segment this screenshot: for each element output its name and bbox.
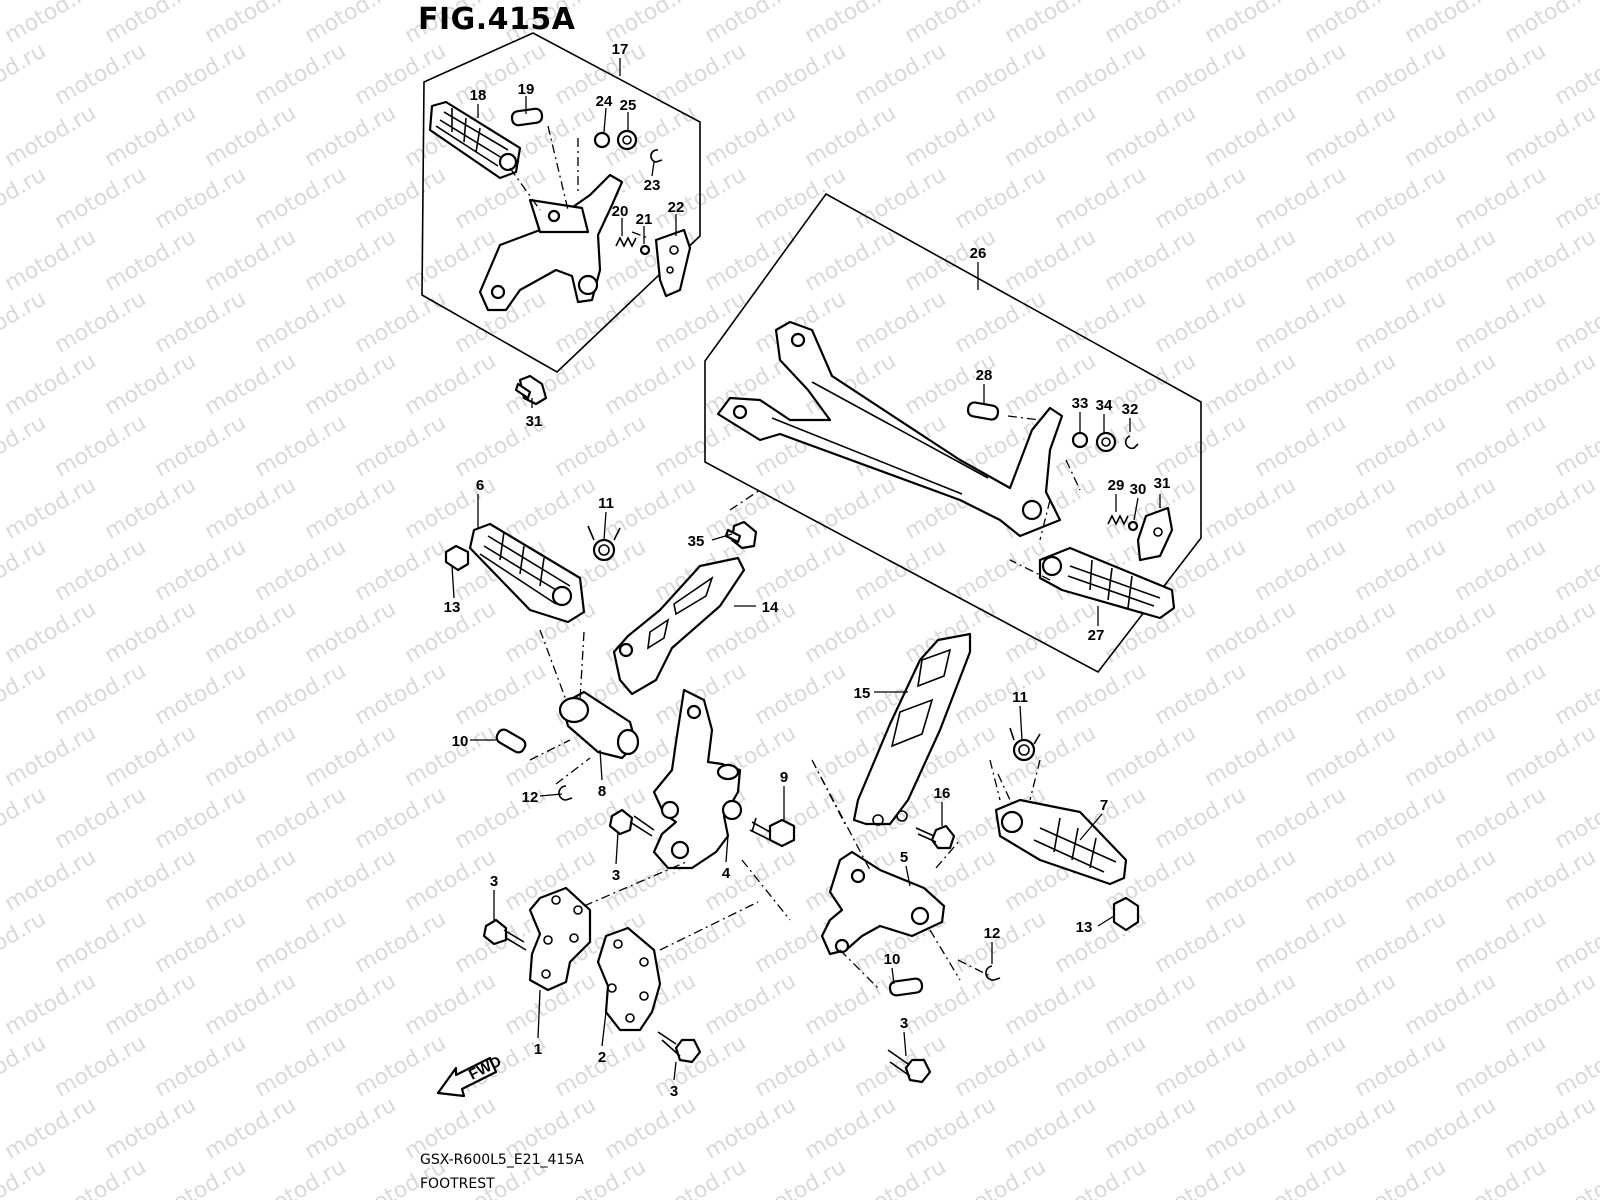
- pin-19: [510, 107, 544, 127]
- callout-34: 34: [1096, 397, 1113, 414]
- pivot-8: [558, 690, 640, 760]
- callout-4: 4: [722, 865, 731, 882]
- main-bracket-4: [652, 688, 743, 870]
- callout-23: 23: [644, 177, 661, 194]
- callout-8: 8: [598, 783, 606, 800]
- callout-7: 7: [1100, 797, 1108, 814]
- callout-5: 5: [900, 849, 908, 866]
- rear-footrest-bracket: [478, 173, 624, 312]
- footrest-peg-7: [994, 798, 1128, 886]
- callout-13-left: 13: [444, 599, 461, 616]
- leader-lines: [451, 58, 1161, 1081]
- assembly-box-26: [704, 192, 1202, 674]
- passenger-bracket-26: [716, 320, 1064, 538]
- footrest-peg-18: [428, 100, 522, 180]
- footrest-peg-27: [1038, 546, 1176, 620]
- callout-18: 18: [470, 87, 487, 104]
- callout-27: 27: [1088, 627, 1105, 644]
- callout-35: 35: [688, 533, 705, 550]
- bolt-9: [749, 817, 796, 848]
- washer-33: [1071, 431, 1089, 449]
- plate-2: [596, 926, 662, 1032]
- bolt-3-lower-left-2: [657, 1031, 702, 1064]
- spring-20: [615, 236, 637, 248]
- ball-30: [1127, 520, 1139, 532]
- pin-10-left: [495, 728, 527, 754]
- pin-28: [966, 401, 1000, 421]
- callout-3-bottom-left: 3: [670, 1083, 678, 1100]
- spring-11-left: [587, 525, 621, 562]
- bolt-35: [724, 520, 758, 550]
- bolt-16: [915, 824, 956, 850]
- bolt-3-right: [887, 1049, 932, 1084]
- callout-29: 29: [1108, 477, 1125, 494]
- callout-20: 20: [612, 203, 629, 220]
- callout-2: 2: [598, 1049, 606, 1066]
- callout-14: 14: [762, 599, 779, 616]
- figure-title: FIG.415A: [418, 2, 576, 37]
- washer-25-hole: [622, 135, 632, 145]
- clip-32: [1124, 435, 1139, 450]
- figure-name: FOOTREST: [420, 1176, 495, 1192]
- callout-19: 19: [518, 81, 535, 98]
- bolt-31: [514, 374, 548, 406]
- figure-code: GSX-R600L5_E21_415A: [420, 1152, 584, 1168]
- spring-29: [1107, 514, 1129, 526]
- callout-25: 25: [620, 97, 637, 114]
- callout-32: 32: [1122, 401, 1139, 418]
- callout-12-right: 12: [984, 925, 1001, 942]
- callout-22: 22: [668, 199, 685, 216]
- callout-24: 24: [596, 93, 613, 110]
- callout-16: 16: [934, 785, 951, 802]
- pin-10-right: [888, 977, 924, 997]
- callout-31-right: 31: [1154, 475, 1171, 492]
- fwd-arrow-icon: FWD: [436, 1053, 504, 1098]
- bolt-3-lower-left-1: [482, 918, 527, 951]
- callout-10-left: 10: [452, 733, 469, 750]
- callout-12-left: 12: [522, 789, 539, 806]
- bolt-3-upper-left: [608, 808, 655, 837]
- clip-23: [650, 149, 663, 163]
- plate-22: [654, 228, 692, 298]
- callout-28: 28: [976, 367, 993, 384]
- callout-30: 30: [1130, 481, 1147, 498]
- plate-1: [528, 886, 592, 992]
- assembly-box-17: [421, 32, 701, 373]
- callout-21: 21: [636, 211, 653, 228]
- callout-9: 9: [780, 769, 788, 786]
- footrest-peg-6: [468, 522, 586, 624]
- fwd-label: FWD: [466, 1053, 504, 1084]
- callout-3-right: 3: [900, 1015, 908, 1032]
- ball-21: [639, 244, 651, 256]
- clip-12-left: [558, 785, 573, 801]
- washer-25: [616, 129, 638, 151]
- callout-15: 15: [854, 685, 871, 702]
- washer-34: [1095, 431, 1117, 453]
- clip-12-right: [985, 965, 1001, 981]
- callout-33: 33: [1072, 395, 1089, 412]
- callout-3-upper-left: 3: [612, 867, 620, 884]
- callout-31-upper: 31: [526, 413, 543, 430]
- callout-11-left: 11: [598, 495, 614, 512]
- callout-6: 6: [476, 477, 484, 494]
- callout-11-right: 11: [1012, 689, 1028, 706]
- bolt-13-left: [444, 544, 470, 572]
- bracket-5: [820, 850, 946, 956]
- callout-26: 26: [970, 245, 987, 262]
- heel-plate-14: [612, 556, 746, 696]
- callout-10-right: 10: [884, 951, 901, 968]
- callout-3-lower-left: 3: [490, 873, 498, 890]
- bolt-13-right: [1112, 896, 1140, 932]
- spring-11-right: [1009, 727, 1041, 762]
- callout-13-right: 13: [1076, 919, 1093, 936]
- washer-24: [593, 131, 611, 149]
- callout-numbers: 17 18 19 24 25 23 20 21 22 31 26 28 33 3…: [444, 41, 1171, 1100]
- callout-17: 17: [612, 41, 629, 58]
- heel-plate-15: [852, 632, 972, 826]
- callout-1: 1: [534, 1041, 542, 1058]
